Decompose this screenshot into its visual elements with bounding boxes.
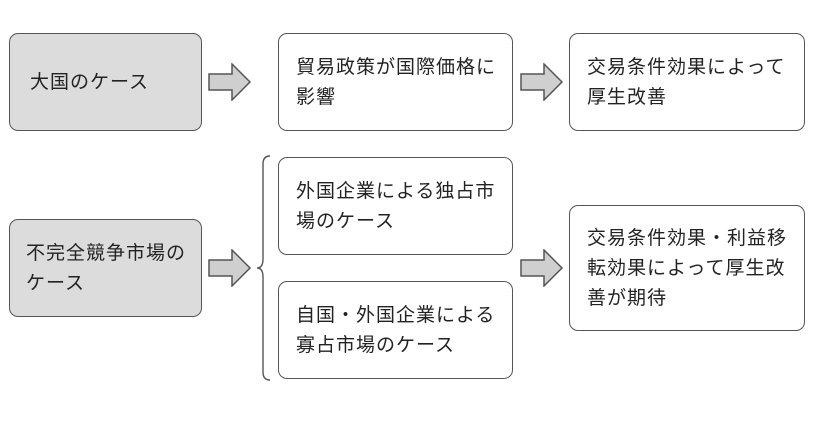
terms-of-trade-label: 交易条件効果によって厚生改善 xyxy=(587,56,786,108)
terms-and-profit-shifting-label: 交易条件効果・利益移転効果によって厚生改善が期待 xyxy=(587,227,788,309)
arrow-right-icon xyxy=(520,249,564,287)
arrow-right-icon xyxy=(208,249,252,287)
foreign-monopoly-label: 外国企業による独占市場のケース xyxy=(296,180,496,232)
trade-policy-label: 貿易政策が国際価格に影響 xyxy=(296,56,497,108)
arrow-right-icon xyxy=(208,63,252,101)
brace-icon xyxy=(256,155,271,381)
oligopoly-box: 自国・外国企業による寡占市場のケース xyxy=(278,281,513,379)
imperfect-competition-case-label: 不完全競争市場のケース xyxy=(26,242,187,294)
oligopoly-label: 自国・外国企業による寡占市場のケース xyxy=(296,304,496,356)
imperfect-competition-case-box: 不完全競争市場のケース xyxy=(9,219,202,317)
terms-of-trade-box: 交易条件効果によって厚生改善 xyxy=(569,33,805,131)
trade-policy-box: 貿易政策が国際価格に影響 xyxy=(278,33,513,131)
terms-and-profit-shifting-box: 交易条件効果・利益移転効果によって厚生改善が期待 xyxy=(569,205,805,331)
large-country-case-label: 大国のケース xyxy=(30,71,150,93)
arrow-right-icon xyxy=(520,63,564,101)
large-country-case-box: 大国のケース xyxy=(9,33,202,131)
foreign-monopoly-box: 外国企業による独占市場のケース xyxy=(278,157,513,255)
